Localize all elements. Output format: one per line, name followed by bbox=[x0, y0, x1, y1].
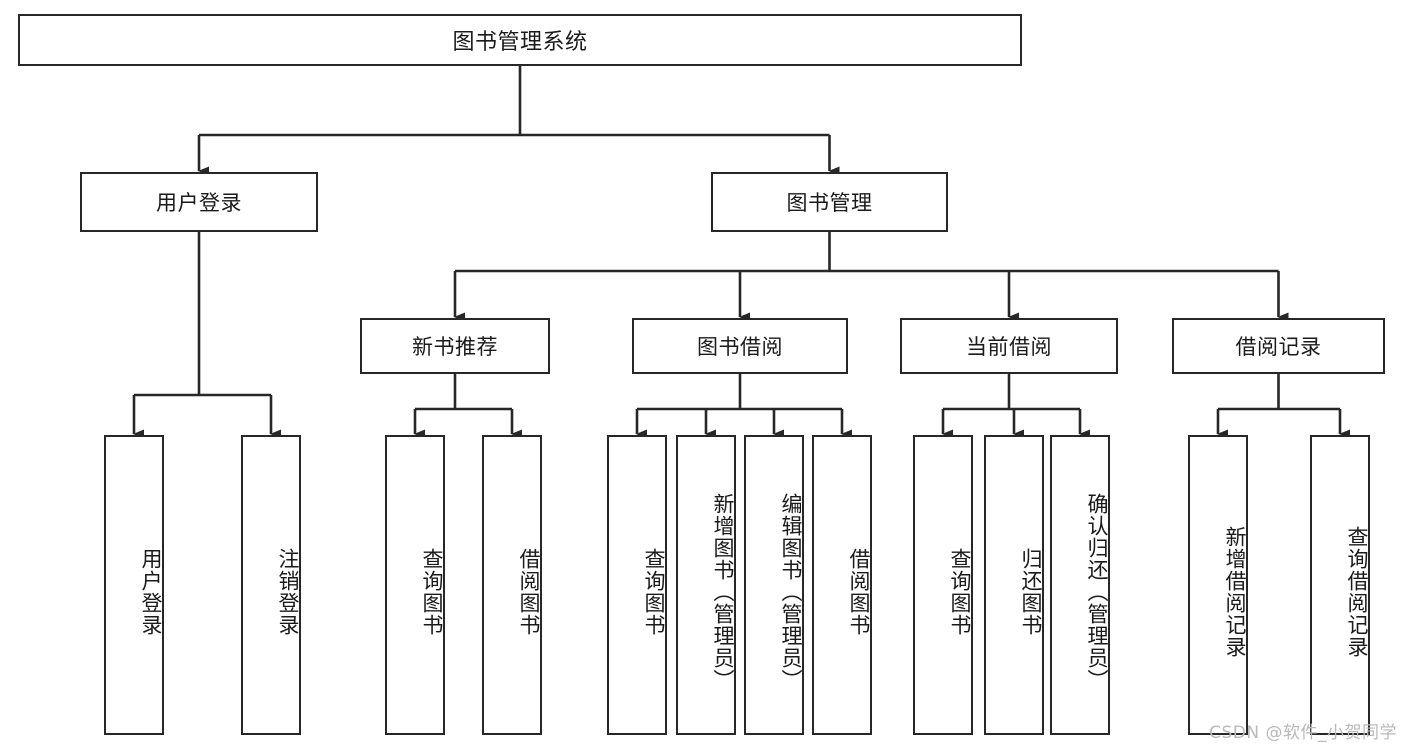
node-label: 查询借阅记录 bbox=[1345, 526, 1369, 658]
node-book-management[interactable]: 图书管理 bbox=[711, 172, 948, 232]
node-book-borrow[interactable]: 图书借阅 bbox=[632, 318, 848, 374]
leaf-query-book-rec[interactable]: 查询图书 bbox=[385, 435, 445, 735]
node-label: 确认归还（管理员） bbox=[1085, 493, 1109, 691]
node-label: 新书推荐 bbox=[412, 335, 498, 359]
leaf-confirm-return[interactable]: 确认归还（管理员） bbox=[1050, 435, 1110, 735]
node-label: 查询图书 bbox=[420, 548, 444, 636]
leaf-query-book-current[interactable]: 查询图书 bbox=[913, 435, 973, 735]
node-borrow-record[interactable]: 借阅记录 bbox=[1172, 318, 1385, 374]
leaf-query-book-borrow[interactable]: 查询图书 bbox=[607, 435, 667, 735]
node-label: 查询图书 bbox=[948, 548, 972, 636]
node-new-book-recommend[interactable]: 新书推荐 bbox=[360, 318, 550, 374]
node-label: 图书管理 bbox=[786, 191, 873, 215]
node-label: 注销登录 bbox=[276, 548, 300, 636]
leaf-logout-login[interactable]: 注销登录 bbox=[241, 435, 301, 735]
leaf-add-borrow-record[interactable]: 新增借阅记录 bbox=[1188, 435, 1248, 735]
leaf-user-login[interactable]: 用户登录 bbox=[104, 435, 164, 735]
watermark: CSDN @软件_小贺同学 bbox=[1209, 723, 1397, 743]
leaf-query-borrow-record[interactable]: 查询借阅记录 bbox=[1310, 435, 1370, 735]
node-label: 编辑图书（管理员） bbox=[779, 493, 803, 691]
leaf-borrow-book-rec[interactable]: 借阅图书 bbox=[482, 435, 542, 735]
node-label: 借阅图书 bbox=[517, 548, 541, 636]
leaf-add-book-admin[interactable]: 新增图书（管理员） bbox=[676, 435, 736, 735]
node-label: 查询图书 bbox=[642, 548, 666, 636]
node-label: 图书管理系统 bbox=[452, 30, 588, 55]
leaf-borrow-book-borrow[interactable]: 借阅图书 bbox=[812, 435, 872, 735]
leaf-return-book[interactable]: 归还图书 bbox=[984, 435, 1044, 735]
node-current-borrow[interactable]: 当前借阅 bbox=[900, 318, 1118, 374]
node-label: 新增图书（管理员） bbox=[711, 493, 735, 691]
node-label: 当前借阅 bbox=[966, 335, 1052, 359]
node-label: 用户登录 bbox=[156, 191, 242, 215]
node-user-login[interactable]: 用户登录 bbox=[80, 172, 318, 232]
node-label: 借阅记录 bbox=[1235, 335, 1322, 359]
leaf-edit-book-admin[interactable]: 编辑图书（管理员） bbox=[744, 435, 804, 735]
node-root-system[interactable]: 图书管理系统 bbox=[18, 14, 1022, 66]
node-label: 用户登录 bbox=[139, 548, 163, 636]
node-label: 图书借阅 bbox=[697, 335, 783, 359]
node-label: 借阅图书 bbox=[847, 548, 871, 636]
node-label: 新增借阅记录 bbox=[1223, 526, 1247, 658]
node-label: 归还图书 bbox=[1019, 548, 1043, 636]
